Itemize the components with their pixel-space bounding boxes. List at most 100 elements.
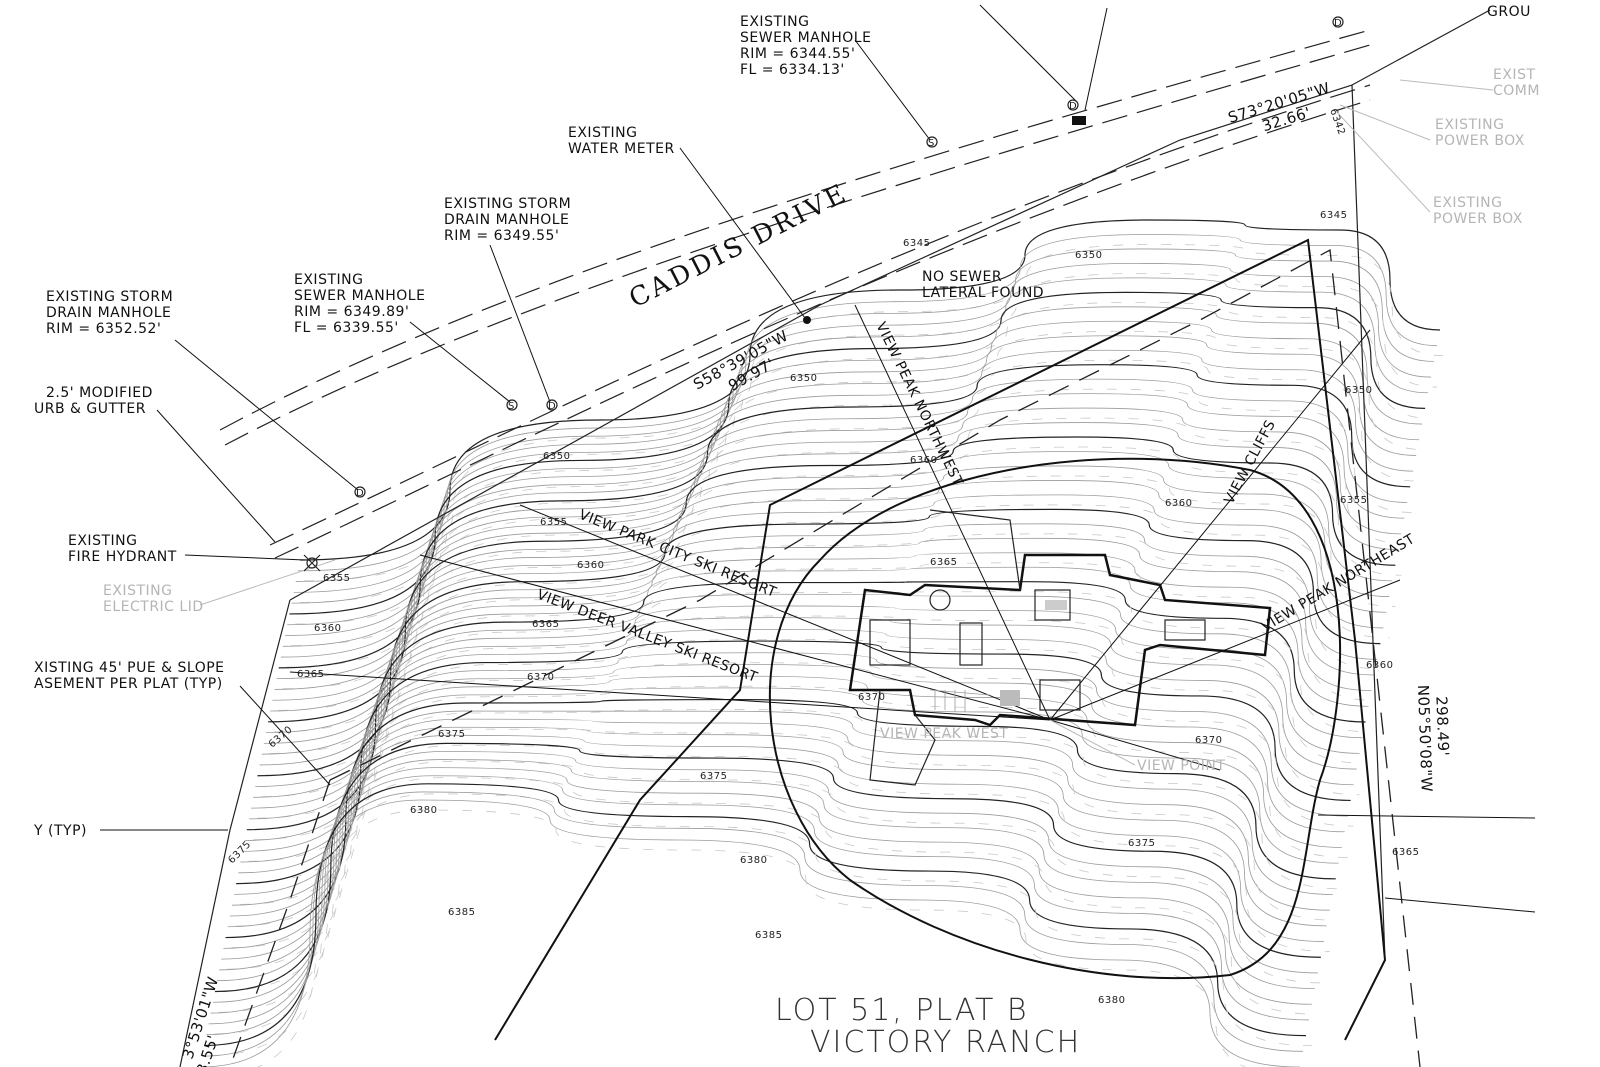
contour-label: 6370: [267, 724, 295, 750]
svg-text:S: S: [508, 401, 515, 412]
contour: [293, 263, 1432, 593]
contour: [217, 734, 1324, 982]
contour-label: 6375: [1128, 838, 1155, 849]
contour: [221, 718, 1330, 960]
proposed-contour: [227, 728, 1336, 970]
proposed-contour: [291, 330, 1426, 646]
view-point: VIEW POINT: [1137, 758, 1225, 774]
proposed-contour: [282, 388, 1414, 690]
contour-label: 6365: [532, 619, 559, 630]
contour-label: 6350: [1345, 385, 1372, 396]
view-peak-west: VIEW PEAK WEST: [880, 726, 1008, 742]
bearing-labels: S58°39'05"W99.97' S73°20'05"W32.66' N05°…: [173, 79, 1453, 1067]
water-meter-icon: [803, 316, 811, 324]
proposed-contour: [261, 533, 1384, 797]
index-contour: [225, 698, 1336, 939]
contour: [285, 320, 1420, 636]
contour: [248, 566, 1369, 820]
contour-label: 6375: [700, 771, 727, 782]
proposed-contour: [303, 244, 1444, 582]
contour: [229, 675, 1342, 917]
building-envelope: [494, 238, 1387, 1041]
contour-label: 6365: [297, 669, 324, 680]
contour-label: 6360: [577, 560, 604, 571]
contour-label: 6370: [527, 672, 554, 683]
contour: [253, 537, 1375, 798]
contour-label: 6355: [540, 517, 567, 528]
view-deer-valley: VIEW DEER VALLEY SKI RESORT: [535, 587, 760, 686]
svg-text:S: S: [928, 138, 935, 149]
contour: [199, 799, 1301, 1067]
svg-text:D: D: [356, 488, 364, 499]
contour-label: 6360: [1366, 660, 1393, 671]
contour: [210, 759, 1315, 1014]
contour: [227, 687, 1339, 928]
contour-label: 6370: [1195, 735, 1222, 746]
contour: [238, 628, 1354, 874]
proposed-contour: [286, 359, 1420, 668]
contour: [212, 751, 1318, 1003]
contour-label: 6380: [410, 805, 437, 816]
contour-label: 6350: [543, 451, 570, 462]
sewer-manhole-icon: S: [926, 136, 938, 149]
storm-manhole-icon: D: [354, 486, 366, 499]
proposed-contour: [210, 793, 1312, 1056]
typ-label: Y (TYP): [33, 823, 87, 839]
contour-label: 6345: [1320, 210, 1347, 221]
contour-label: 6365: [1392, 847, 1419, 858]
contour: [297, 234, 1438, 572]
contour-label: 6365: [930, 557, 957, 568]
contour-label: 6345: [903, 238, 930, 249]
contour-label: 6385: [448, 907, 475, 918]
storm-manhole-icon: D: [1067, 99, 1079, 112]
view-lines: [289, 304, 1401, 771]
contour: [276, 378, 1408, 680]
proposed-contour: [257, 562, 1378, 819]
house-floor-plan: [848, 509, 1272, 786]
proposed-contour: [256, 809, 1247, 1067]
contour: [219, 726, 1327, 971]
contour: [202, 791, 1303, 1057]
proposed-contour: [252, 591, 1372, 841]
contour: [231, 664, 1345, 906]
index-contour: [246, 581, 1366, 831]
fire-hydrant-icon: [303, 554, 321, 572]
contour: [263, 465, 1390, 744]
proposed-contour: [218, 761, 1324, 1013]
utility-symbols: S S D D D D: [303, 16, 1344, 572]
contour-label: 6355: [323, 573, 350, 584]
contour-label: 6385: [755, 930, 782, 941]
proposed-contour: [214, 777, 1318, 1035]
property-boundary: [179, 9, 1491, 1067]
contour: [265, 451, 1393, 733]
contour-label: 6350: [1075, 250, 1102, 261]
contour: [206, 775, 1309, 1036]
contour-label: 6360: [910, 455, 937, 466]
bearing-west-side: 3°53'01"W08.55': [173, 974, 240, 1067]
contour: [280, 349, 1414, 658]
svg-text:D: D: [1069, 101, 1077, 112]
contour-label: 6360: [314, 623, 341, 634]
contour-label: 6360: [1165, 498, 1192, 509]
contour-label: 6380: [1098, 995, 1125, 1006]
proposed-contour: [278, 417, 1408, 711]
contour: [251, 552, 1372, 809]
contour: [208, 767, 1312, 1025]
index-contour: [214, 742, 1321, 993]
sewer-manhole-icon: S: [506, 399, 518, 412]
contour-label: 6375: [438, 729, 465, 740]
proposed-contour: [240, 662, 1354, 905]
contour-label: 6380: [740, 855, 767, 866]
contour: [223, 710, 1333, 949]
